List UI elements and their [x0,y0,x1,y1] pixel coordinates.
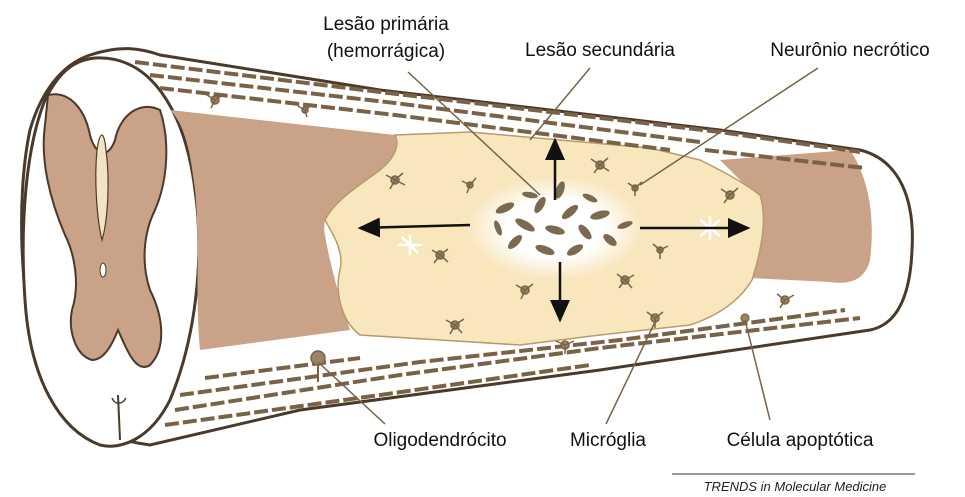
label-primary-lesion-line2: (hemorrágica) [327,41,445,62]
label-necrotic-neuron: Neurônio necrótico [770,40,929,61]
credit-text: TRENDS in Molecular Medicine [704,479,887,494]
label-apoptotic-cell: Célula apoptótica [727,430,874,451]
central-canal [100,263,106,277]
label-primary-lesion-line1: Lesão primária [323,14,449,35]
label-oligodendrocyte: Oligodendrócito [373,430,506,451]
label-secondary-lesion: Lesão secundária [525,40,675,61]
label-microglia: Micróglia [570,430,646,451]
